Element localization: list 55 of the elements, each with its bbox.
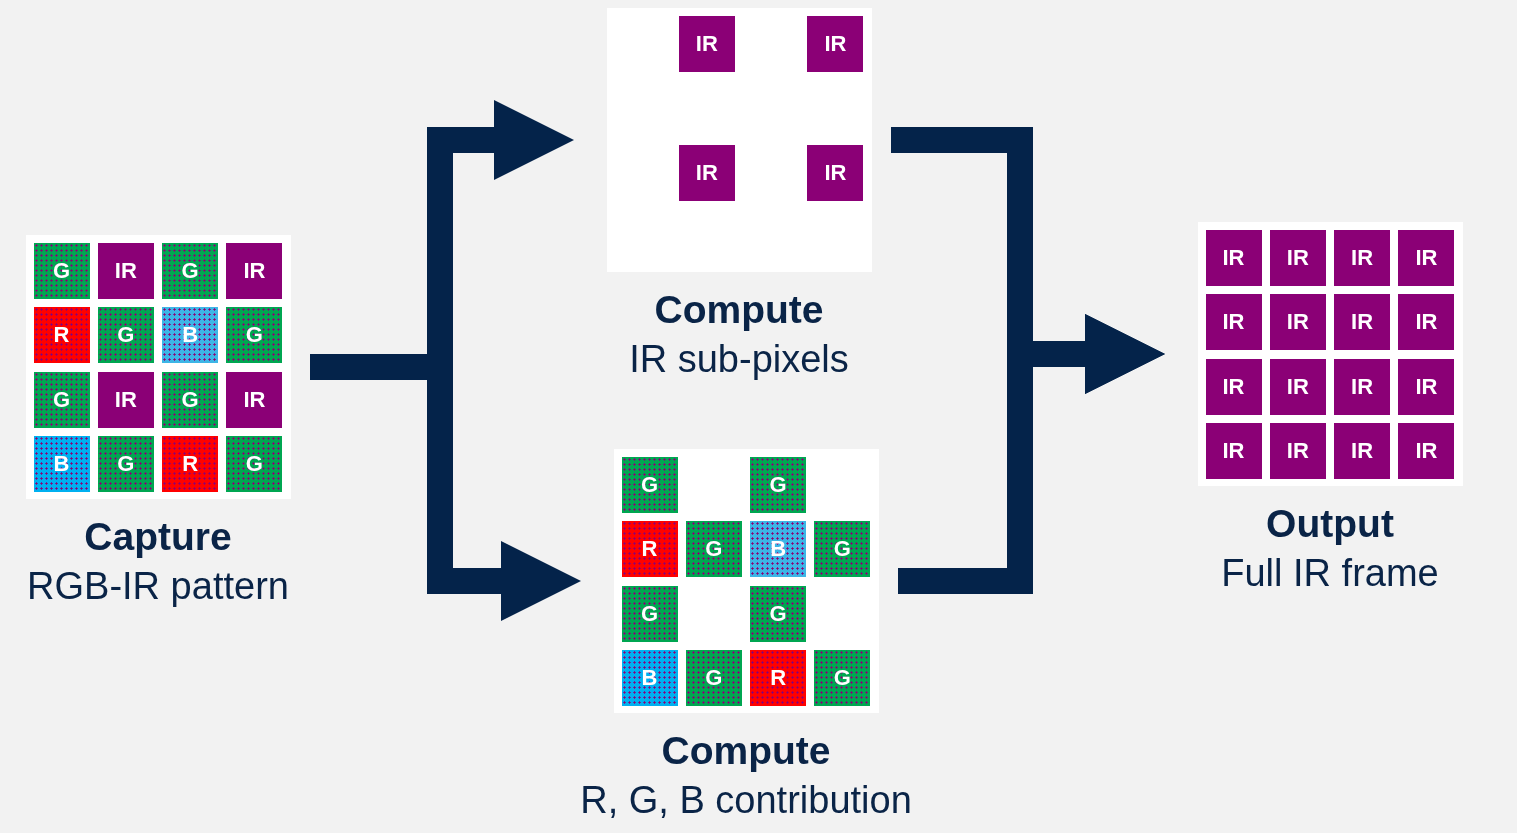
flow-arrow [898, 314, 1165, 594]
pixel-tile: IR [807, 144, 864, 201]
pixel-tile: G [33, 243, 90, 299]
stage-heading: Compute [661, 728, 831, 774]
pixel-tile: G [621, 457, 678, 513]
pixel-tile: IR [1398, 422, 1455, 479]
pixel-tile: IR [97, 243, 154, 299]
stage-description: R, G, B contribution [580, 778, 912, 823]
pixel-tile: IR [807, 16, 864, 72]
pixel-tile: IR [1205, 294, 1262, 351]
pixel-tile: R [621, 521, 678, 578]
pixel-tile: IR [1398, 358, 1455, 415]
pixel-tile: G [750, 585, 807, 642]
pixel-tile: IR [1269, 230, 1326, 286]
pixel-tile: G [97, 307, 154, 364]
pixel-tile: R [33, 307, 90, 364]
pixel-tile: IR [226, 371, 283, 428]
pixel-tile: IR [1269, 294, 1326, 351]
pixel-tile: IR [1398, 230, 1455, 286]
pixel-tile: IR [678, 144, 735, 201]
pixel-tile: G [226, 307, 283, 364]
pixel-tile: G [814, 649, 871, 706]
pixel-tile: G [33, 371, 90, 428]
pixel-tile: IR [1205, 230, 1262, 286]
stage-description: IR sub-pixels [629, 337, 849, 382]
pixel-tile: IR [1205, 358, 1262, 415]
stage-description: RGB-IR pattern [27, 564, 289, 609]
pixel-tile: B [33, 435, 90, 492]
pixel-tile: IR [1334, 422, 1391, 479]
pixel-tile: IR [1398, 294, 1455, 351]
pixel-tile: G [685, 649, 742, 706]
stage-heading: Compute [654, 287, 824, 333]
pixel-tile: IR [1205, 422, 1262, 479]
pixel-tile: IR [226, 243, 283, 299]
pixel-tile: R [750, 649, 807, 706]
stage-description: Full IR frame [1221, 551, 1439, 596]
pixel-tile: IR [1334, 294, 1391, 351]
pixel-tile: G [750, 457, 807, 513]
pixel-tile: G [97, 435, 154, 492]
pixel-tile: IR [1269, 422, 1326, 479]
pixel-tile: IR [1334, 230, 1391, 286]
stage-heading: Capture [84, 514, 232, 560]
pixel-tile: B [621, 649, 678, 706]
pixel-tile: IR [97, 371, 154, 428]
pixel-tile: G [162, 243, 219, 299]
stage-heading: Output [1266, 501, 1394, 547]
pixel-tile: R [162, 435, 219, 492]
pixel-tile: G [814, 521, 871, 578]
pixel-tile: IR [678, 16, 735, 72]
pixel-tile: G [685, 521, 742, 578]
pixel-tile: G [226, 435, 283, 492]
pixel-tile: IR [1334, 358, 1391, 415]
pixel-tile: G [162, 371, 219, 428]
pixel-tile: IR [1269, 358, 1326, 415]
pixel-tile: G [621, 585, 678, 642]
